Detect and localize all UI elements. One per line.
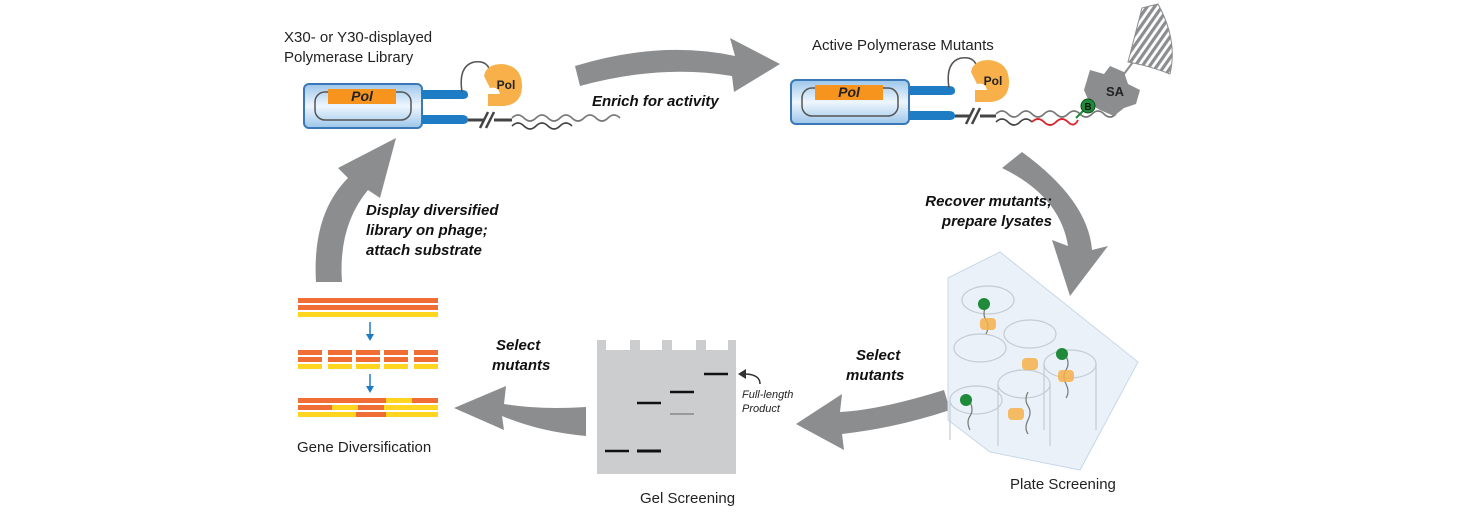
- plate-bead: [1056, 348, 1068, 360]
- gel-bands: [605, 372, 728, 453]
- library-pol-protein-label: Pol: [497, 78, 516, 92]
- step-select-gel-1: Select: [496, 337, 541, 354]
- gel-screening-label: Gel Screening: [640, 490, 735, 507]
- step-select-plate-2: mutants: [846, 367, 904, 384]
- solid-support: [1123, 3, 1173, 75]
- plate-screening-label: Plate Screening: [1010, 476, 1116, 493]
- gene-diversification-illustration: [298, 298, 438, 417]
- gene-fragments: [298, 350, 438, 369]
- step-display-1: Display diversified: [366, 202, 499, 219]
- plate-bead: [978, 298, 990, 310]
- arrow-display: [315, 138, 396, 282]
- arrow-recover: [1002, 152, 1108, 296]
- full-length-pointer: [743, 373, 761, 385]
- gel-screening-illustration: Full-length Product: [597, 340, 793, 474]
- full-length-label-2: Product: [742, 403, 781, 415]
- step-display-3: attach substrate: [366, 242, 482, 259]
- library-label-2: Polymerase Library: [284, 49, 414, 66]
- library-label-1: X30- or Y30-displayed: [284, 29, 432, 46]
- active-pol-gene-label: Pol: [838, 84, 861, 100]
- library-pol-gene-label: Pol: [351, 88, 374, 104]
- biotin-label: B: [1084, 102, 1091, 113]
- plate-screening-illustration: [947, 251, 1139, 471]
- arrow-select-gel: [454, 386, 586, 436]
- biotin-bead: B: [1080, 98, 1096, 114]
- streptavidin-shape: SA: [1084, 66, 1140, 116]
- step-recover-2: prepare lysates: [941, 213, 1052, 230]
- arrow-select-plate: [796, 390, 950, 450]
- sa-label: SA: [1106, 84, 1125, 99]
- active-pol-protein-label: Pol: [984, 74, 1003, 88]
- arrow-enrich: [575, 38, 780, 92]
- step-select-plate-1: Select: [856, 347, 901, 364]
- gene-diversification-label: Gene Diversification: [297, 439, 431, 456]
- library-phage: Pol Pol: [303, 60, 621, 130]
- step-select-gel-2: mutants: [492, 357, 550, 374]
- active-phage: Pol Pol SA B: [790, 3, 1173, 126]
- plate-bead: [960, 394, 972, 406]
- step-display-2: library on phage;: [366, 222, 488, 239]
- active-mutants-label: Active Polymerase Mutants: [812, 37, 994, 54]
- step-recover-1: Recover mutants;: [925, 193, 1052, 210]
- step-enrich: Enrich for activity: [592, 93, 719, 110]
- gene-shuffled: [298, 398, 438, 417]
- full-length-label-1: Full-length: [742, 389, 793, 401]
